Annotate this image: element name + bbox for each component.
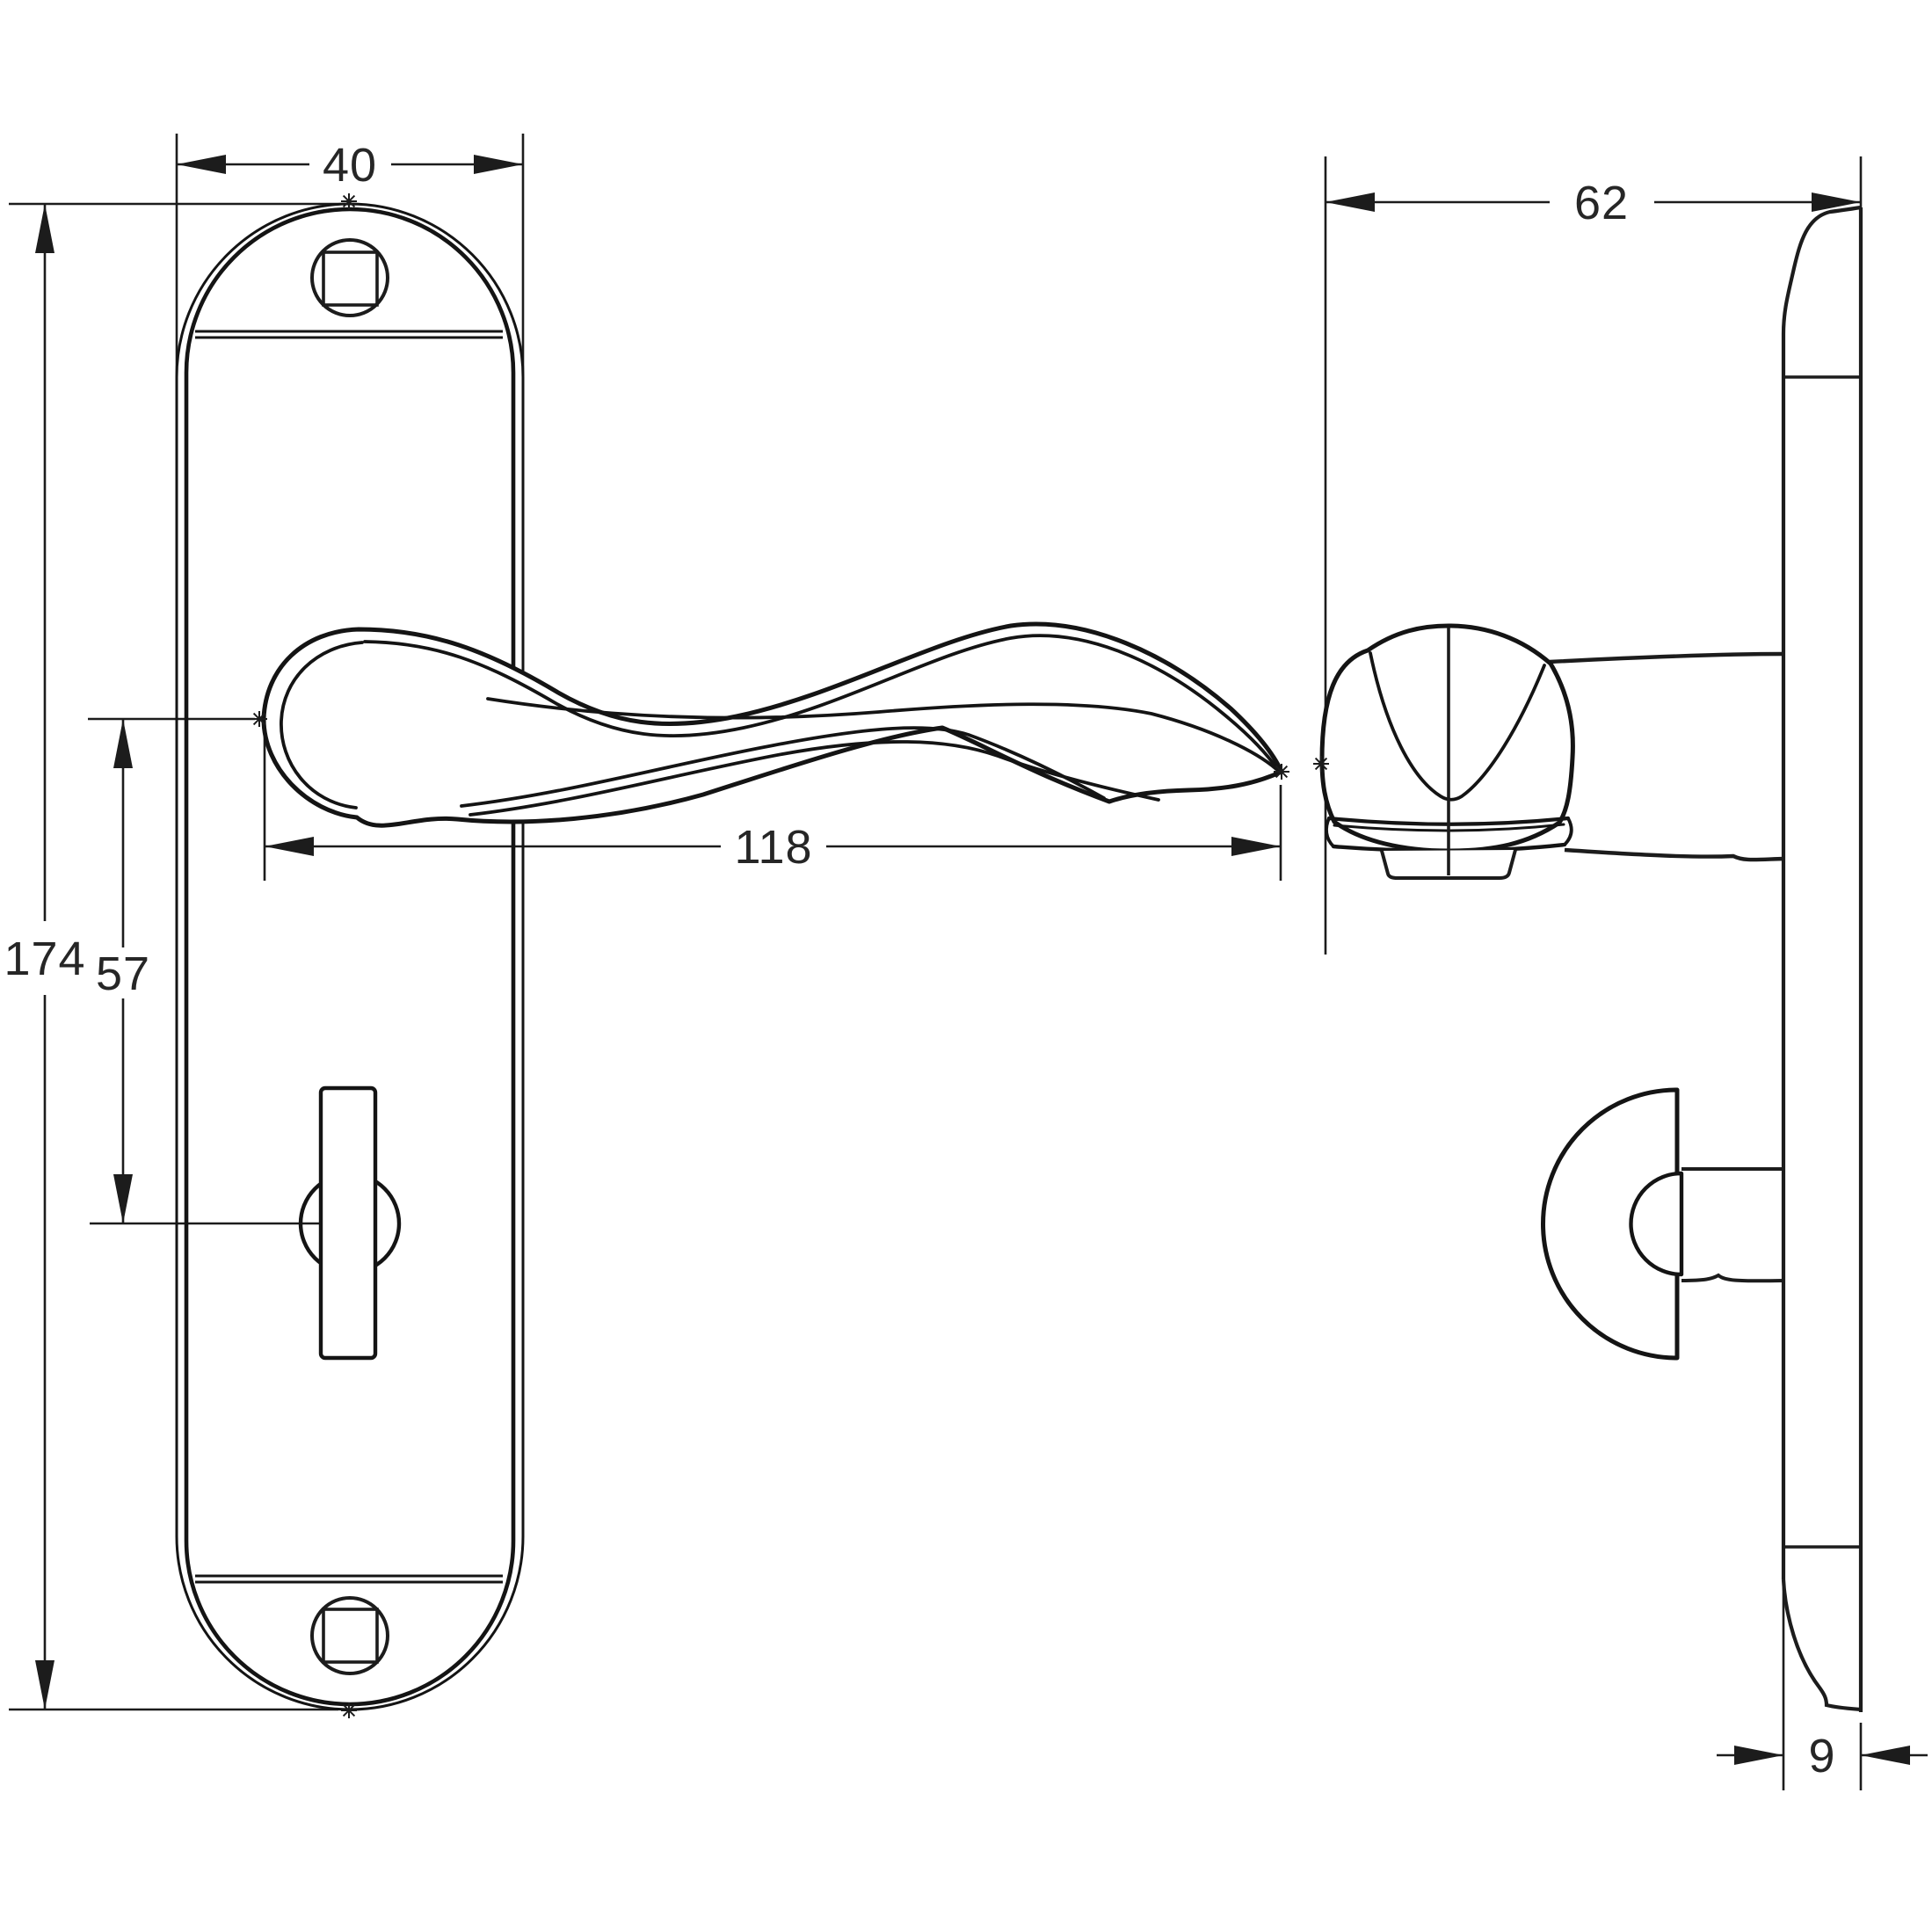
arrowhead-down-57 [113,1174,133,1223]
dim-plate-width-label: 40 [323,139,377,192]
plate-profile-bottom-ogee [1781,1579,1862,1712]
thumbturn-boss-profile [1629,1171,1684,1277]
point-marker-knob-front [1313,756,1329,772]
lever-neck-bottom-line [1564,847,1784,862]
dim-lever-length-label: 118 [734,821,812,874]
dim-plate-thickness-label: 9 [1808,1730,1835,1782]
lever-middle-ridge-line [486,697,1278,771]
backplate-outer-outline [175,202,525,1711]
front-view [175,202,1284,1711]
arrowhead-left-40 [177,155,226,174]
lever-lower-ridge-line-1 [460,726,1106,808]
plate-profile-top-ogee [1781,205,1862,335]
dimension-layer [9,134,1928,1790]
screw-hole-top-square [322,250,379,307]
side-view [1319,205,1863,1712]
lever-hub-inner-rim [280,641,364,809]
knob-collar-right-cap [1563,817,1573,846]
screw-hole-bottom-square [322,1608,379,1664]
dimension-labels: 40 62 174 57 118 9 [4,139,1835,1782]
arrowhead-right-118 [1231,837,1281,856]
backplate-inner-outline [184,207,516,1707]
arrowhead-inward-left-9 [1734,1746,1783,1765]
knob-collar-left-cap [1325,817,1335,848]
lever-lower-ridge-line-2 [468,740,1160,817]
arrowhead-left-118 [265,837,314,856]
arrowhead-right-40 [474,155,523,174]
lever-top-ridge-line [363,634,1280,772]
dim-projection-label: 62 [1574,177,1629,229]
arrowhead-inward-right-9 [1861,1746,1910,1765]
thumbturn-bar [318,1085,378,1361]
point-marker-plate-top [341,193,357,209]
dim-centres-label: 57 [96,947,150,1000]
dim-plate-height-label: 174 [4,933,85,985]
arrowhead-up-174 [35,204,54,253]
point-marker-lever-tip [1274,764,1289,780]
screw-hole-top-circle [310,238,389,317]
lever-knob-sculpt-line [1369,651,1546,802]
thumbturn-wing-profile [1541,1087,1680,1361]
arrowhead-left-62 [1326,192,1375,212]
point-marker-plate-bottom [341,1702,357,1718]
cad-point-markers [251,193,1329,1718]
screw-hole-bottom-circle [310,1596,389,1675]
arrowhead-down-174 [35,1660,54,1710]
arrowhead-up-57 [113,719,133,768]
point-marker-lever-centre [251,711,267,727]
arrowhead-right-62 [1812,192,1861,212]
lever-handle-outline [261,621,1284,828]
thumbturn-stem-bottom-line [1681,1273,1784,1283]
lever-neck-top-line [1549,651,1784,664]
